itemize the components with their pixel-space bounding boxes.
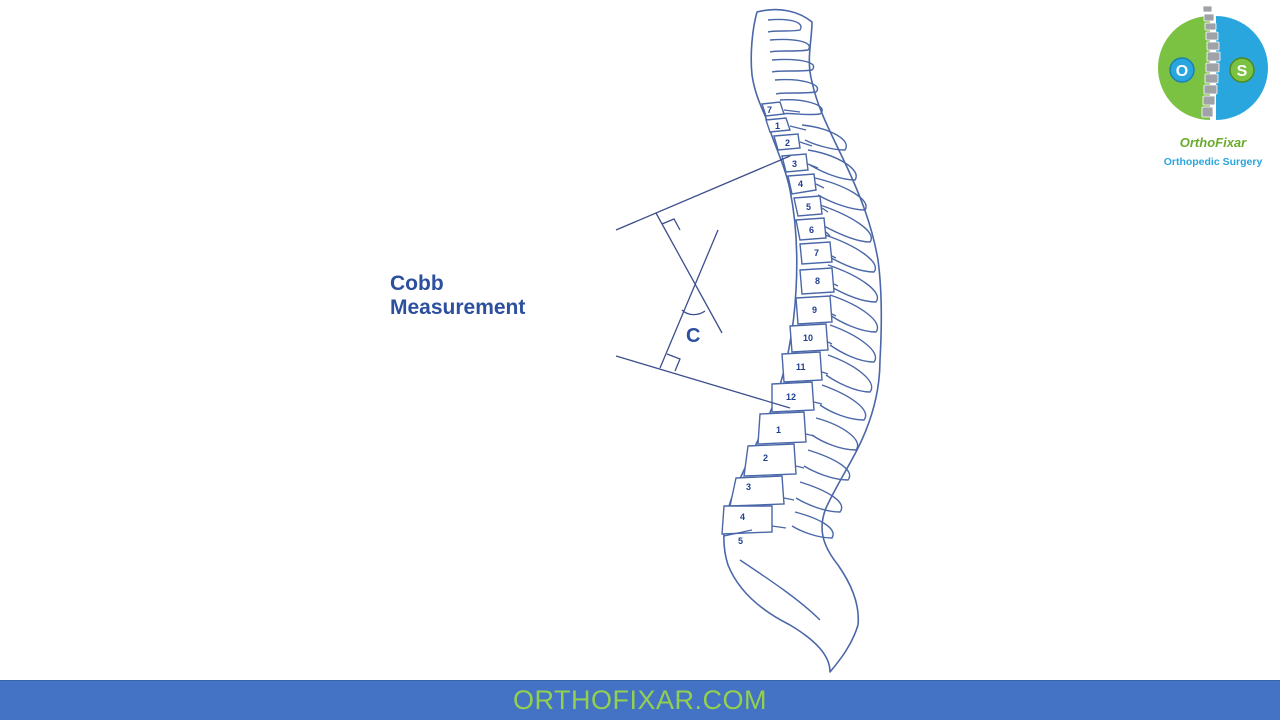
- label-t11: 11: [796, 362, 806, 372]
- label-t12: 12: [786, 392, 796, 402]
- cobb-lines: [615, 155, 791, 409]
- label-l1: 1: [776, 425, 781, 435]
- label-l3: 3: [746, 482, 751, 492]
- lower-perpendicular: [659, 229, 719, 369]
- logo-subtitle: Orthopedic Surgery: [1163, 156, 1263, 168]
- label-t10: 10: [803, 333, 813, 343]
- logo-mark: O S: [1158, 5, 1268, 120]
- label-t8: 8: [815, 276, 820, 286]
- right-angle-lower: [666, 353, 681, 372]
- spinous-processes: [791, 124, 879, 539]
- orthofixar-logo: O S OrthoFixar Orthopedic Surgery: [1150, 4, 1276, 176]
- label-t9: 9: [812, 305, 817, 315]
- angle-label: C: [686, 325, 700, 347]
- label-t5: 5: [806, 202, 811, 212]
- label-t2: 2: [785, 138, 790, 148]
- logo-o-badge: [1169, 57, 1195, 83]
- angle-arc: [681, 309, 706, 316]
- label-l2: 2: [763, 453, 768, 463]
- cervical-processes: [767, 18, 823, 116]
- vertebral-bodies: [721, 101, 835, 535]
- pedicles: [771, 109, 839, 529]
- label-c7: 7: [767, 105, 772, 115]
- label-l4: 4: [740, 512, 745, 522]
- label-t7: 7: [814, 248, 819, 258]
- logo-s-badge: [1229, 57, 1255, 83]
- sacrum: [723, 529, 821, 621]
- logo-letter-s: S: [1237, 63, 1248, 80]
- label-t3: 3: [792, 159, 797, 169]
- title-line-1: Cobb: [390, 272, 444, 295]
- right-angle-upper: [661, 218, 681, 231]
- logo-name: OrthoFixar: [1179, 135, 1247, 150]
- upper-endplate-line: [615, 155, 791, 231]
- footer-bar: ORTHOFIXAR.COM: [0, 680, 1280, 720]
- logo-letter-o: O: [1176, 63, 1188, 80]
- vertebra-labels: 7 1 2 3 4 5 6 7 8 9 10 11 12 1 2 3 4 5: [738, 105, 820, 546]
- label-l5: 5: [738, 536, 743, 546]
- label-t6: 6: [809, 225, 814, 235]
- label-t4: 4: [798, 179, 803, 189]
- title-line-2: Measurement: [390, 296, 525, 319]
- logo-spine-icon: [1201, 5, 1221, 118]
- lower-endplate-line: [615, 355, 791, 409]
- spine-outline: [723, 8, 883, 673]
- label-t1: 1: [775, 121, 780, 131]
- cobb-spine-diagram: 7 1 2 3 4 5 6 7 8 9 10 11 12 1 2 3 4 5 C…: [390, 8, 883, 673]
- footer-url[interactable]: ORTHOFIXAR.COM: [512, 685, 767, 715]
- upper-perpendicular: [655, 212, 723, 334]
